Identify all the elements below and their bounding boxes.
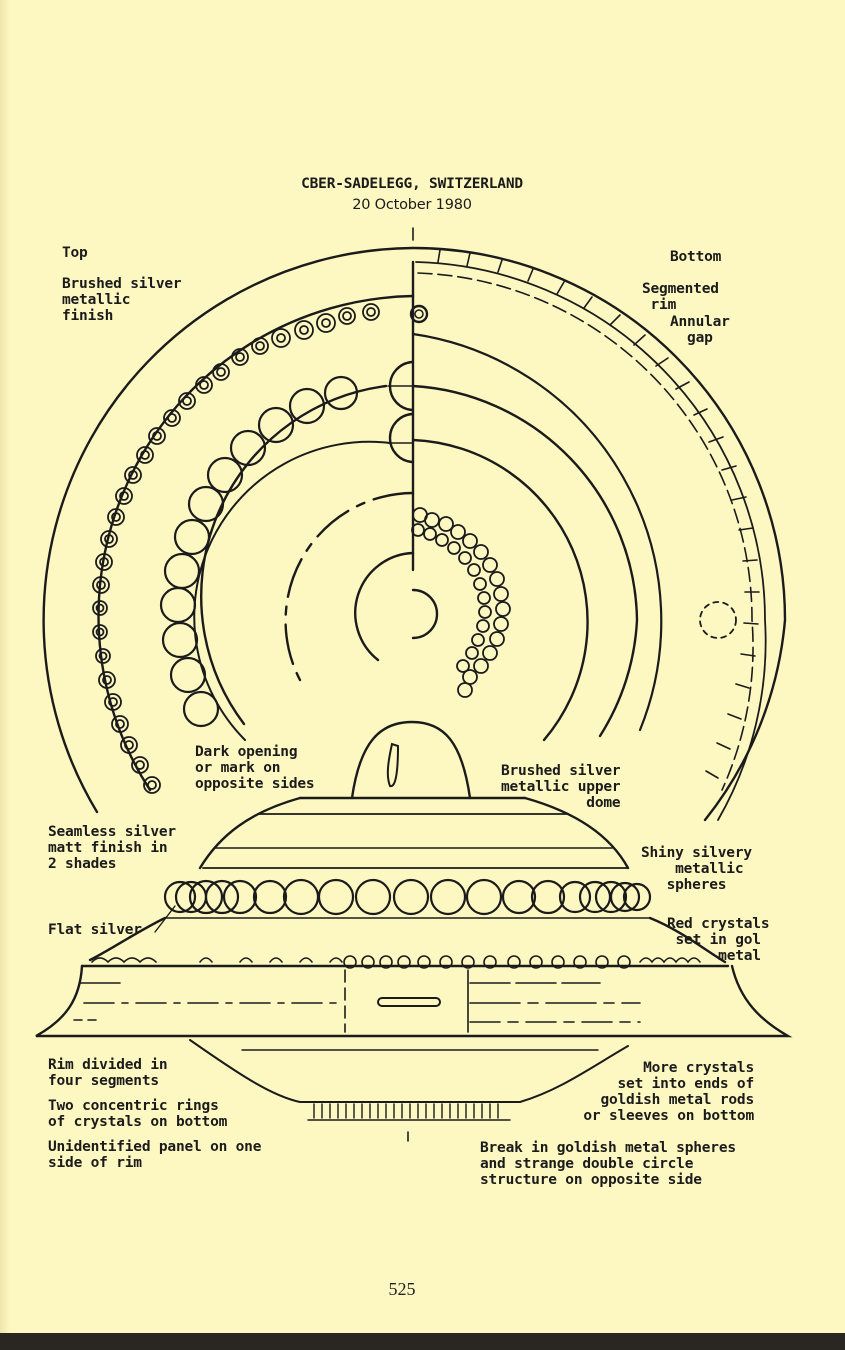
diagram-date: 20 October 1980 xyxy=(352,197,472,213)
dark-opening xyxy=(386,742,400,788)
upper-dome xyxy=(350,720,472,800)
leader-lines xyxy=(154,905,176,933)
annotation-segmented-rim: Segmented rim xyxy=(642,281,719,313)
page-gutter-shadow xyxy=(0,0,10,1333)
annotation-two-rings: Two concentric rings of crystals on bott… xyxy=(48,1098,228,1130)
top-ring-center xyxy=(354,551,415,662)
rim-segment-lines xyxy=(73,969,641,1033)
label-top: Top xyxy=(62,245,88,261)
bottom-outer-edge xyxy=(411,246,787,822)
annotation-seamless-silver: Seamless silver matt finish in 2 shades xyxy=(48,824,176,872)
annotation-brushed-silver-dome: Brushed silver metallic upper dome xyxy=(501,763,621,811)
bottom-view-half xyxy=(411,246,787,822)
annotation-rim-divided: Rim divided in four segments xyxy=(48,1057,168,1089)
red-crystals-row xyxy=(91,955,701,969)
annotation-break-spheres: Break in goldish metal spheres and stran… xyxy=(480,1140,736,1188)
silvery-spheres-row xyxy=(163,878,652,916)
scan-edge-bar xyxy=(0,1333,845,1350)
page-number: 525 xyxy=(388,1279,416,1299)
annotation-more-crystals: More crystals set into ends of goldish m… xyxy=(583,1060,754,1124)
unidentified-panel xyxy=(377,997,441,1007)
upper-body xyxy=(198,796,630,870)
annotation-red-crystals: Red crystals set in gol metal xyxy=(667,916,770,964)
top-ring-3 xyxy=(193,440,391,741)
annotation-flat-silver: Flat silver xyxy=(48,922,142,938)
top-sphere-ring xyxy=(159,375,359,728)
top-view-half xyxy=(42,227,439,814)
center-hub xyxy=(411,588,439,640)
bottom-crystal-rings xyxy=(411,507,511,698)
top-opening-bump-2 xyxy=(388,412,414,464)
rim-outer xyxy=(35,964,793,1038)
top-outer-edge xyxy=(42,246,415,814)
bottom-segment-rim xyxy=(415,261,767,821)
annotation-brushed-silver-finish: Brushed silver metallic finish xyxy=(62,276,182,324)
double-circle-structure xyxy=(699,601,737,639)
underside-rods xyxy=(307,1101,511,1121)
annotation-dark-opening: Dark opening or mark on opposite sides xyxy=(195,744,315,792)
bottom-ring-1 xyxy=(411,332,663,732)
annotation-shiny-spheres: Shiny silvery metallic spheres xyxy=(641,845,752,893)
diagram-title: CBER-SADELEGG, SWITZERLAND xyxy=(301,176,523,192)
bottom-ring-3 xyxy=(411,438,589,742)
top-dashed-ring xyxy=(284,491,415,682)
side-view xyxy=(35,720,793,1142)
label-bottom: Bottom xyxy=(670,249,722,265)
annotation-unidentified-panel: Unidentified panel on one side of rim xyxy=(48,1139,262,1171)
flat-silver-band xyxy=(88,916,727,964)
annotation-annular-gap: Annular gap xyxy=(670,314,730,346)
top-inner-ring-line xyxy=(97,294,415,792)
top-ring-2 xyxy=(200,384,388,726)
bottom-ring-2 xyxy=(411,384,639,738)
top-small-hole xyxy=(409,304,429,324)
top-crystal-ring xyxy=(92,303,380,794)
rim-segment-marks xyxy=(437,249,760,779)
